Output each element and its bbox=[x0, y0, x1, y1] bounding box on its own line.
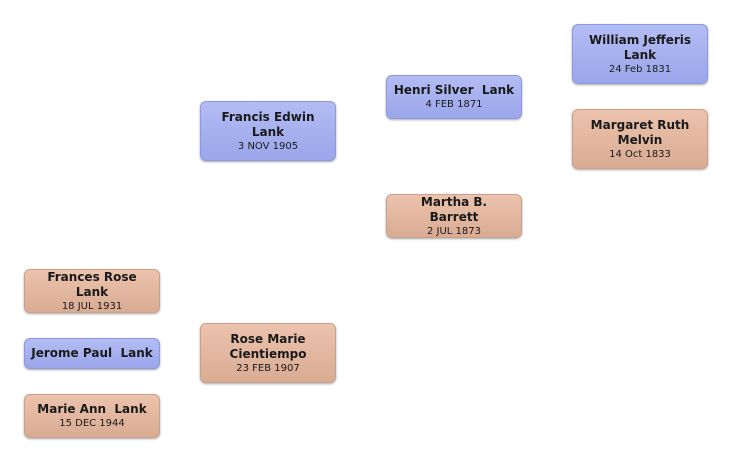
person-card-francis-edwin-lank[interactable]: Francis Edwin Lank 3 NOV 1905 bbox=[200, 101, 336, 161]
person-name: Francis Edwin Lank bbox=[221, 109, 319, 139]
person-name: Jerome Paul Lank bbox=[31, 346, 153, 360]
person-date: 14 Oct 1833 bbox=[609, 148, 671, 160]
person-date: 23 FEB 1907 bbox=[236, 362, 300, 374]
person-date: 3 NOV 1905 bbox=[237, 140, 299, 152]
person-card-frances-rose-lank[interactable]: Frances Rose Lank 18 JUL 1931 bbox=[24, 269, 160, 313]
person-card-rose-marie-cientiempo[interactable]: Rose Marie Cientiempo 23 FEB 1907 bbox=[200, 323, 336, 383]
person-name: Henri Silver Lank bbox=[393, 83, 515, 97]
person-card-william-jefferis-lank[interactable]: William Jefferis Lank 24 Feb 1831 bbox=[572, 24, 708, 84]
person-name: Marie Ann Lank bbox=[37, 402, 147, 416]
person-date: 15 DEC 1944 bbox=[59, 418, 125, 429]
person-name: Martha B. Barrett bbox=[420, 194, 496, 224]
person-name: Rose Marie Cientiempo bbox=[229, 331, 310, 361]
person-date: 2 JUL 1873 bbox=[426, 225, 481, 237]
person-date: 24 Feb 1831 bbox=[608, 63, 672, 75]
person-name: Frances Rose Lank bbox=[47, 269, 146, 299]
person-card-henri-silver-lank[interactable]: Henri Silver Lank 4 FEB 1871 bbox=[386, 75, 522, 119]
person-card-marie-ann-lank[interactable]: Marie Ann Lank 15 DEC 1944 bbox=[24, 394, 160, 438]
person-card-margaret-ruth-melvin[interactable]: Margaret Ruth Melvin 14 Oct 1833 bbox=[572, 109, 708, 169]
person-card-martha-b-barrett[interactable]: Martha B. Barrett 2 JUL 1873 bbox=[386, 194, 522, 238]
person-date: 18 JUL 1931 bbox=[61, 300, 123, 312]
person-name: William Jefferis Lank bbox=[588, 32, 696, 62]
person-card-jerome-paul-lank[interactable]: Jerome Paul Lank bbox=[24, 338, 160, 369]
person-date: 4 FEB 1871 bbox=[425, 99, 483, 110]
person-name: Margaret Ruth Melvin bbox=[590, 117, 694, 147]
